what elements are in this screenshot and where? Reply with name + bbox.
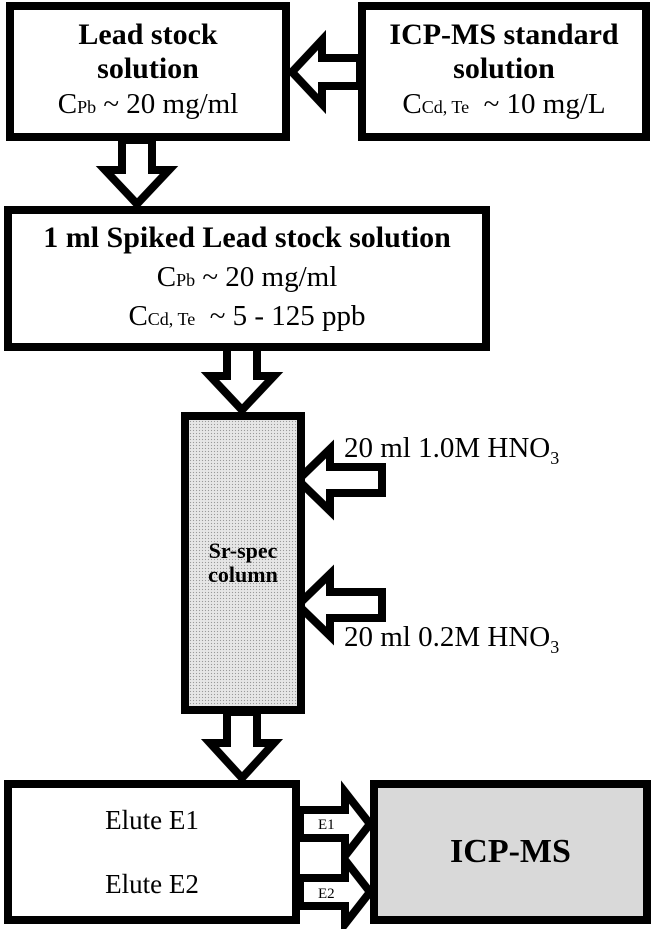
lead-stock-concentration: CPb ~ 20 mg/ml bbox=[58, 86, 239, 125]
icpms-box: ICP-MS bbox=[370, 780, 651, 924]
reagent-subscript: 3 bbox=[550, 636, 560, 657]
icpms-label: ICP-MS bbox=[450, 833, 571, 870]
reagent-text: 20 ml 0.2M HNO bbox=[344, 621, 551, 653]
arrow-e2-to-icpms bbox=[296, 848, 376, 929]
column-label-line2: column bbox=[208, 562, 278, 587]
lead-stock-title-line2: solution bbox=[97, 52, 199, 85]
conc-symbol: C bbox=[156, 260, 177, 293]
reagent-hno3-1M: 20 ml 1.0M HNO3 bbox=[344, 432, 559, 469]
icp-standard-title-line2: solution bbox=[453, 52, 555, 85]
icp-standard-concentration: CCd, Te ~ 10 mg/L bbox=[402, 86, 605, 125]
conc-value: ~ 5 - 125 ppb bbox=[195, 299, 366, 332]
conc-subscript: Cd, Te bbox=[421, 97, 470, 117]
spiked-title: 1 ml Spiked Lead stock solution bbox=[43, 220, 451, 254]
elute-e1-label: Elute E1 bbox=[105, 805, 199, 835]
icp-standard-solution-box: ICP-MS standard solution CCd, Te ~ 10 mg… bbox=[358, 2, 650, 141]
arrow-column-to-elutes bbox=[200, 708, 284, 784]
conc-value: ~ 20 mg/ml bbox=[195, 260, 338, 293]
reagent-hno3-02M: 20 ml 0.2M HNO3 bbox=[344, 621, 559, 658]
conc-subscript: Pb bbox=[176, 269, 196, 290]
conc-symbol: C bbox=[57, 88, 78, 120]
sr-spec-column: Sr-spec column bbox=[181, 412, 305, 714]
conc-subscript: Cd, Te bbox=[147, 308, 196, 329]
reagent-text: 20 ml 1.0M HNO bbox=[344, 432, 551, 464]
arrow-e2-label: E2 bbox=[318, 886, 335, 902]
conc-symbol: C bbox=[128, 299, 148, 332]
spiked-lead-stock-box: 1 ml Spiked Lead stock solution CPb ~ 20… bbox=[4, 206, 490, 351]
conc-value: ~ 10 mg/L bbox=[469, 88, 606, 120]
conc-symbol: C bbox=[402, 88, 422, 120]
arrow-hno3-02M-to-column bbox=[292, 564, 386, 646]
lead-stock-title-line1: Lead stock bbox=[78, 18, 218, 51]
spiked-pb-concentration: CPb ~ 20 mg/ml bbox=[157, 259, 338, 298]
arrow-e1-label: E1 bbox=[318, 817, 335, 833]
arrow-lead-to-spiked bbox=[95, 136, 179, 210]
arrow-spiked-to-column bbox=[200, 341, 284, 416]
arrow-standard-to-lead bbox=[286, 29, 364, 115]
conc-subscript: Pb bbox=[77, 97, 97, 117]
reagent-subscript: 3 bbox=[550, 447, 560, 468]
column-label-line1: Sr-spec bbox=[208, 538, 278, 563]
arrow-hno3-1M-to-column bbox=[292, 439, 386, 521]
elutes-box: Elute E1 Elute E2 bbox=[4, 780, 300, 924]
conc-value: ~ 20 mg/ml bbox=[96, 88, 239, 120]
spiked-cdte-concentration: CCd, Te ~ 5 - 125 ppb bbox=[128, 298, 365, 337]
arrow-e1-to-icpms bbox=[296, 780, 376, 868]
elute-e2-label: Elute E2 bbox=[105, 869, 199, 899]
icp-standard-title-line1: ICP-MS standard bbox=[389, 18, 619, 51]
lead-stock-solution-box: Lead stock solution CPb ~ 20 mg/ml bbox=[6, 2, 290, 141]
